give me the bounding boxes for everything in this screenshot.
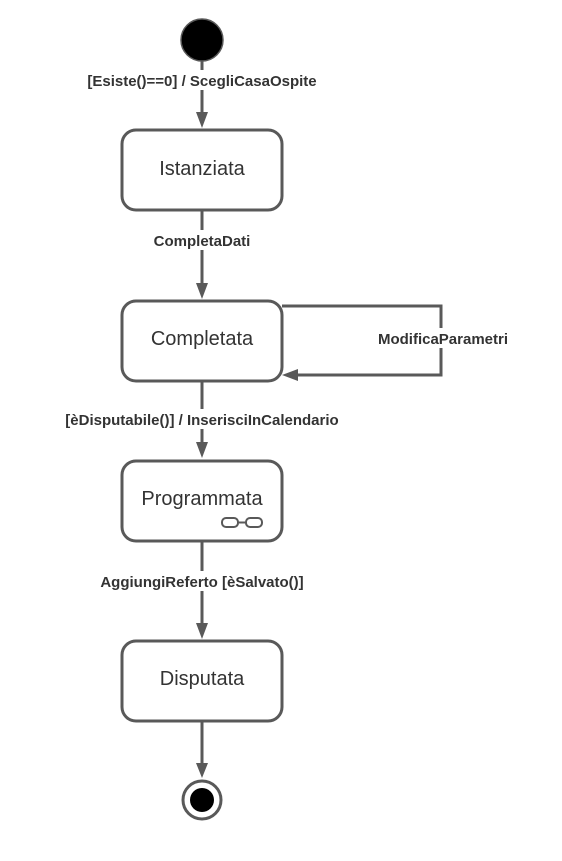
state-programmata[interactable]: Programmata <box>120 459 284 543</box>
edge-label-completata-self-loop: ModificaParametri <box>378 331 508 348</box>
state-label-completata: Completata <box>151 328 254 350</box>
composite-state-icon <box>221 517 263 528</box>
label-bg-completadati <box>142 230 266 250</box>
state-istanziata[interactable]: Istanziata <box>120 128 284 212</box>
arrowhead-completata-to-programmata <box>196 442 208 458</box>
state-completata[interactable]: Completata <box>120 299 284 383</box>
label-bg-aggiungireferto <box>78 571 326 591</box>
state-label-programmata: Programmata <box>141 488 263 510</box>
edge-label-completata-to-programmata: [èDisputabile()] / InserisciInCalendario <box>65 412 338 429</box>
state-label-istanziata: Istanziata <box>159 158 245 180</box>
arrowhead-disputata-to-final <box>196 763 208 778</box>
edge-label-programmata-to-disputata: AggiungiReferto [èSalvato()] <box>100 574 303 591</box>
arrowhead-completata-self-loop <box>282 369 298 381</box>
state-disputata[interactable]: Disputata <box>120 639 284 723</box>
edge-label-initial-to-istanziata: [Esiste()==0] / ScegliCasaOspite <box>87 73 316 90</box>
arrowhead-programmata-to-disputata <box>196 623 208 639</box>
state-label-disputata: Disputata <box>160 668 245 690</box>
arrowhead-istanziata-to-completata <box>196 283 208 299</box>
arrowhead-initial-to-istanziata <box>196 112 208 128</box>
label-bg-modificaparametri <box>364 328 522 348</box>
final-state <box>181 779 223 821</box>
edge-label-istanziata-to-completata: CompletaDati <box>154 233 251 250</box>
label-bg-initial <box>62 70 342 90</box>
initial-state <box>180 18 224 62</box>
label-bg-edisputabile <box>36 409 368 429</box>
